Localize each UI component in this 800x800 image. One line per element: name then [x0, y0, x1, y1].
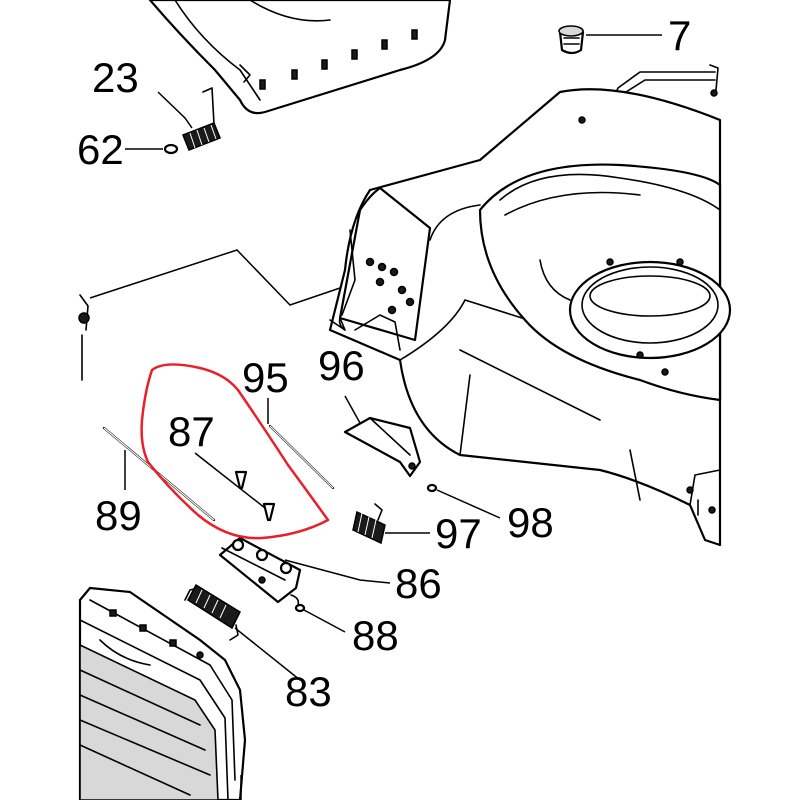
leader-98: [436, 489, 501, 519]
leader-96: [344, 395, 361, 424]
callout-83: 83: [285, 668, 332, 715]
mower-deck-part: [328, 88, 732, 547]
leader-23: [157, 91, 193, 129]
rear-flap-part: [148, 0, 452, 115]
leader-83: [234, 627, 301, 681]
pin-part-98: [426, 483, 438, 493]
cap-part-7: [558, 25, 585, 55]
highlight-outline: [140, 363, 330, 540]
pin-part-87: [234, 470, 276, 522]
leader-left-long: [89, 249, 341, 306]
callout-88: 88: [352, 612, 399, 659]
leader-87: [194, 452, 266, 509]
callout-23: 23: [92, 54, 139, 101]
left-edge-part: [78, 294, 90, 381]
bracket-part-96: [343, 416, 422, 478]
callout-7: 7: [668, 12, 691, 59]
callout-62: 62: [77, 126, 124, 173]
leader-88: [303, 609, 346, 633]
callout-96: 96: [318, 342, 365, 389]
washer-part-62: [163, 143, 179, 155]
spring-part-23: [182, 87, 221, 151]
spring-part-83: [184, 583, 241, 641]
clip-part-88: [294, 603, 306, 613]
rod-part-95: [268, 424, 335, 490]
spring-part-97: [352, 503, 386, 545]
hinge-plate-part-86: [218, 536, 302, 606]
callout-95: 95: [242, 354, 289, 401]
callout-97: 97: [435, 510, 482, 557]
callout-86: 86: [395, 560, 442, 607]
callout-87: 87: [168, 408, 215, 455]
callout-98: 98: [507, 499, 554, 546]
leader-86: [284, 559, 391, 584]
rear-cover-part: [78, 586, 247, 800]
callout-89: 89: [95, 492, 142, 539]
